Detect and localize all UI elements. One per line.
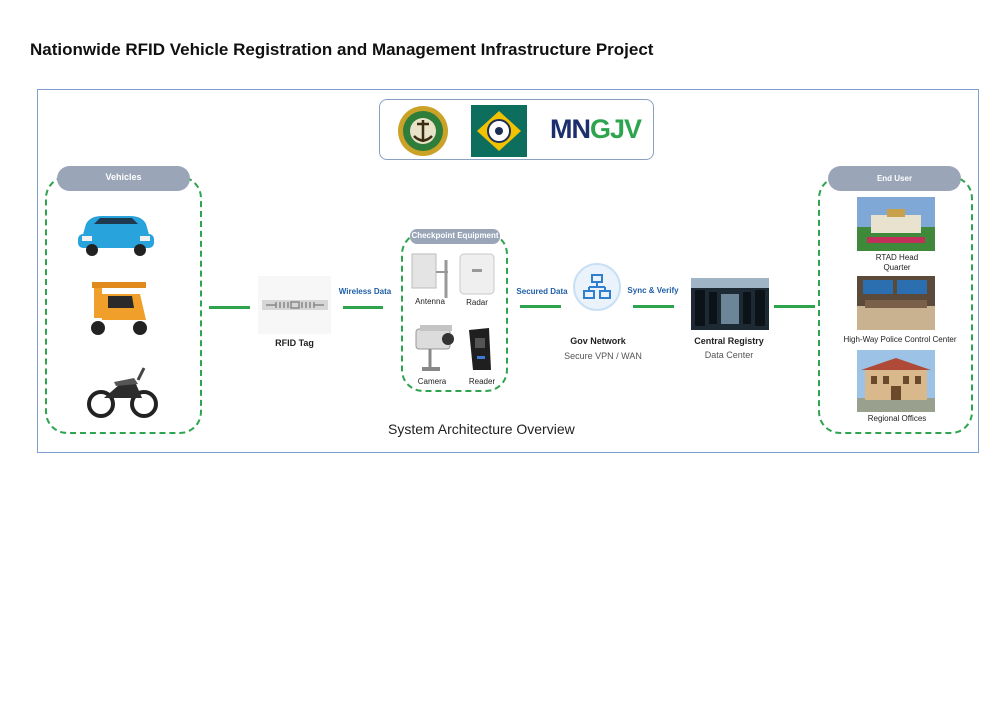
rfid-tag-image	[258, 276, 331, 334]
checkpoint-header: Checkpoint Equipment	[410, 229, 500, 244]
reader-label: Reader	[468, 377, 496, 386]
vehicles-header: Vehicles	[57, 166, 190, 191]
antenna-icon	[411, 253, 448, 298]
radar-label: Radar	[466, 298, 488, 307]
gov-network-label: Gov Network	[570, 336, 626, 346]
diagram-caption: System Architecture Overview	[388, 421, 575, 437]
end-user-header: End User	[828, 166, 961, 191]
radar-icon	[459, 253, 495, 295]
gov-network-sub: Secure VPN / WAN	[564, 351, 642, 361]
mngjv-logo: MNGJV	[550, 114, 642, 144]
connector-wireless	[343, 306, 383, 309]
car-icon	[78, 216, 154, 256]
sync-verify-label: Sync & Verify	[627, 286, 679, 295]
rtad-hq-label-line2: Quarter	[883, 263, 911, 272]
antenna-label: Antenna	[415, 297, 445, 306]
camera-icon	[415, 325, 454, 371]
connector-secured	[520, 305, 561, 308]
network-icon	[573, 263, 621, 311]
connector-vehicles-rfid	[209, 306, 250, 309]
secured-data-label: Secured Data	[516, 287, 568, 296]
regional-office-photo	[857, 350, 935, 412]
rfid-tag-icon	[262, 300, 328, 310]
rtad-hq-photo	[857, 197, 935, 251]
wireless-data-label: Wireless Data	[338, 287, 392, 296]
diagram-frame	[37, 89, 979, 453]
rtad-logo	[471, 105, 527, 157]
rtad-hq-label-line1: RTAD Head	[875, 253, 919, 262]
data-center-image	[691, 278, 769, 330]
logo-bar: MNGJV	[379, 99, 654, 160]
police-center-label: High-Way Police Control Center	[843, 335, 957, 344]
central-registry-sub: Data Center	[704, 350, 754, 360]
connector-sync	[633, 305, 674, 308]
regional-offices-label: Regional Offices	[867, 414, 927, 423]
central-registry-label: Central Registry	[694, 336, 764, 346]
connector-end-user	[774, 305, 815, 308]
navy-seal-logo	[398, 106, 448, 156]
page-title: Nationwide RFID Vehicle Registration and…	[30, 40, 654, 59]
rfid-tag-label: RFID Tag	[275, 338, 314, 348]
reader-icon	[469, 328, 491, 370]
police-center-photo	[857, 276, 935, 330]
tuk-tuk-icon	[91, 282, 147, 335]
motorcycle-icon	[87, 367, 158, 418]
camera-label: Camera	[417, 377, 447, 386]
